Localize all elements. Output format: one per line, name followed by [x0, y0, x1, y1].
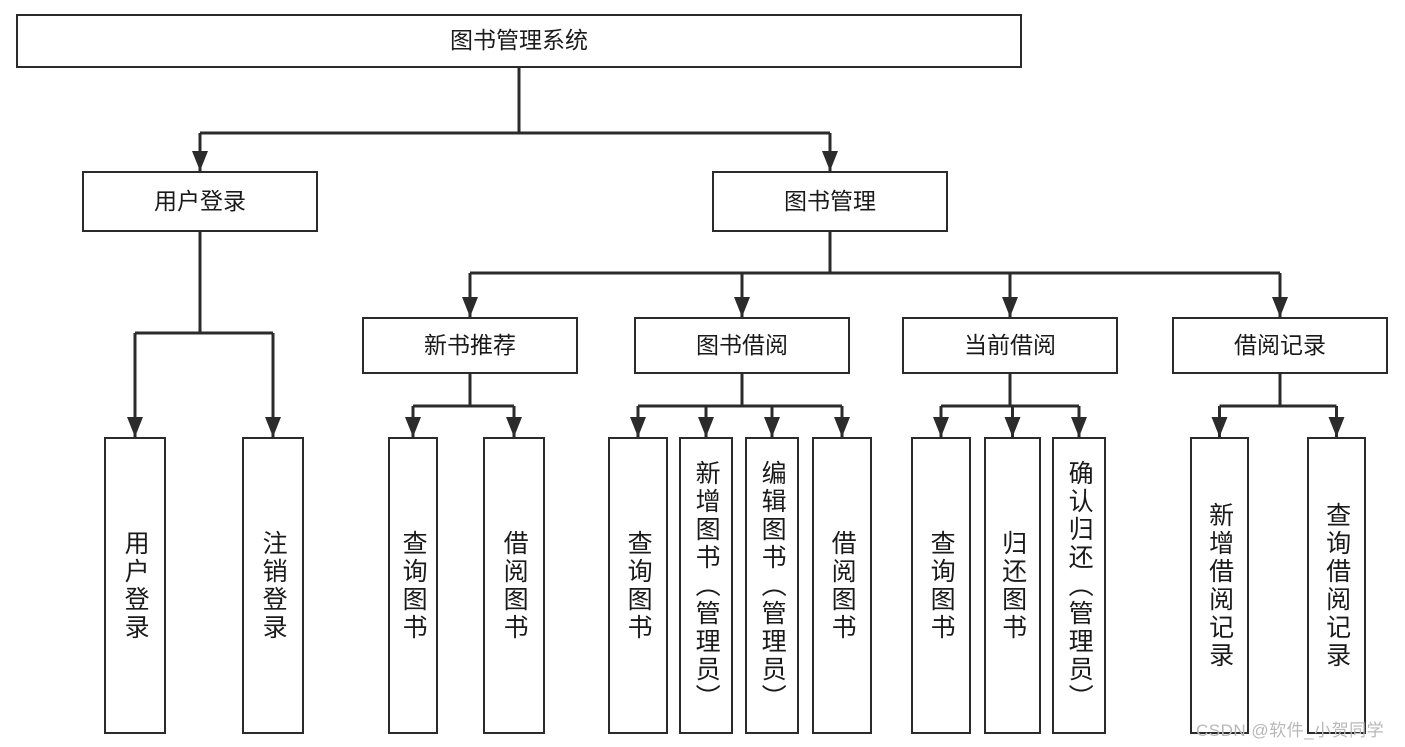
node-leaf-add-rec[interactable]: 新增借阅记录 — [1190, 437, 1249, 734]
node-label-borrow-record: 借阅记录 — [1234, 331, 1326, 358]
node-label-root: 图书管理系统 — [450, 27, 588, 54]
node-label-leaf-query-2: 查询图书 — [624, 529, 653, 642]
node-leaf-borrow-1[interactable]: 借阅图书 — [483, 437, 545, 734]
node-label-leaf-query-3: 查询图书 — [927, 529, 956, 642]
node-leaf-borrow-2[interactable]: 借阅图书 — [812, 437, 872, 734]
node-label-new-book-rec: 新书推荐 — [424, 331, 516, 358]
node-label-leaf-user-login: 用户登录 — [121, 529, 150, 642]
node-borrow-record[interactable]: 借阅记录 — [1172, 317, 1388, 374]
node-label-leaf-borrow-1: 借阅图书 — [500, 529, 529, 642]
node-new-book-rec[interactable]: 新书推荐 — [362, 317, 578, 374]
node-leaf-logout[interactable]: 注销登录 — [242, 437, 304, 734]
node-label-user-login: 用户登录 — [154, 187, 246, 214]
node-label-book-manage: 图书管理 — [784, 187, 876, 214]
node-label-book-borrow: 图书借阅 — [696, 331, 788, 358]
node-label-leaf-query-1: 查询图书 — [399, 529, 428, 642]
node-user-login[interactable]: 用户登录 — [82, 171, 318, 232]
node-label-leaf-return: 归还图书 — [998, 529, 1027, 642]
node-label-leaf-add-book: 新增图书（管理员） — [692, 459, 721, 712]
node-label-leaf-confirm: 确认归还（管理员） — [1065, 459, 1094, 712]
csdn-watermark: CSDN @软件_小贺同学 — [1196, 721, 1385, 740]
node-label-leaf-edit-book: 编辑图书（管理员） — [758, 459, 787, 712]
node-book-borrow[interactable]: 图书借阅 — [634, 317, 850, 374]
node-book-manage[interactable]: 图书管理 — [712, 171, 948, 232]
node-leaf-edit-book[interactable]: 编辑图书（管理员） — [745, 437, 799, 734]
node-leaf-query-1[interactable]: 查询图书 — [388, 437, 438, 734]
node-leaf-query-rec[interactable]: 查询借阅记录 — [1307, 437, 1366, 734]
node-label-current-borrow: 当前借阅 — [964, 331, 1056, 358]
node-leaf-confirm[interactable]: 确认归还（管理员） — [1052, 437, 1106, 734]
node-label-leaf-add-rec: 新增借阅记录 — [1205, 501, 1234, 670]
node-label-leaf-query-rec: 查询借阅记录 — [1322, 501, 1351, 670]
node-label-leaf-logout: 注销登录 — [259, 529, 288, 642]
node-leaf-query-3[interactable]: 查询图书 — [911, 437, 971, 734]
node-leaf-add-book[interactable]: 新增图书（管理员） — [679, 437, 733, 734]
node-leaf-query-2[interactable]: 查询图书 — [608, 437, 668, 734]
node-leaf-user-login[interactable]: 用户登录 — [104, 437, 166, 734]
node-current-borrow[interactable]: 当前借阅 — [902, 317, 1118, 374]
node-label-leaf-borrow-2: 借阅图书 — [828, 529, 857, 642]
node-leaf-return[interactable]: 归还图书 — [984, 437, 1041, 734]
node-root[interactable]: 图书管理系统 — [16, 14, 1022, 68]
